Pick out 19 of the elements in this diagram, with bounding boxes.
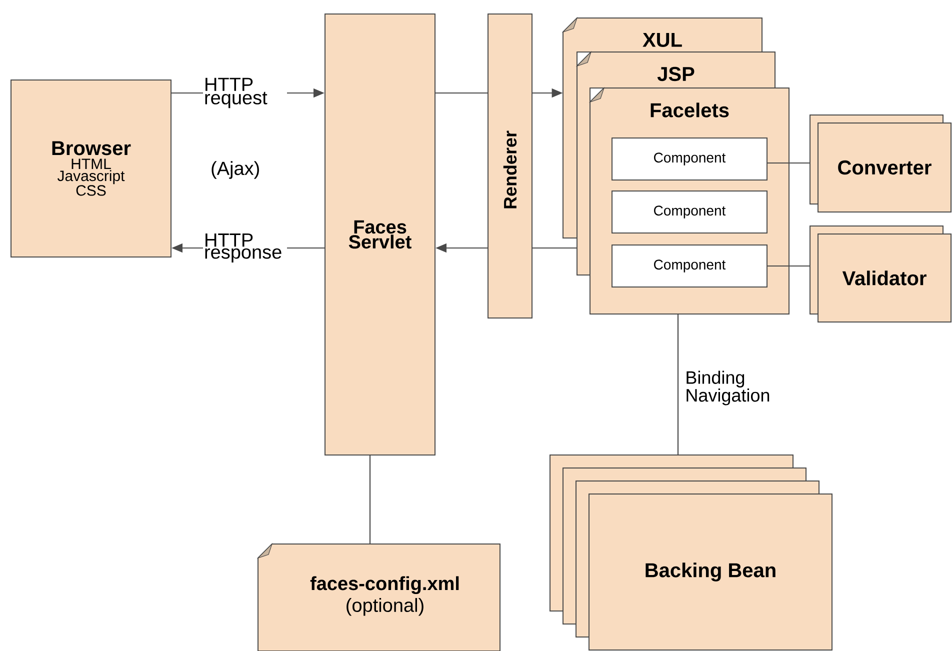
component-box: Component xyxy=(612,138,768,180)
component-box: Component xyxy=(612,190,768,234)
connector-line xyxy=(768,265,810,267)
renderer-box: Renderer xyxy=(488,14,532,318)
connector-line xyxy=(532,247,577,249)
connector-line xyxy=(436,92,488,94)
validator-stack: Validator xyxy=(810,226,952,322)
edge-label: HTTP response xyxy=(203,232,287,264)
note-label: (Ajax) xyxy=(212,161,259,179)
converter-stack: Converter xyxy=(810,114,952,212)
edge-label: Binding Navigation xyxy=(686,370,770,406)
connector-line xyxy=(677,314,679,455)
connector-line xyxy=(369,456,371,544)
edge-label: HTTP request xyxy=(203,76,287,110)
connector-line xyxy=(768,162,810,164)
component-box: Component xyxy=(612,244,768,288)
servlet-box: Faces Servlet xyxy=(324,14,436,456)
browser-box: Browser HTML Javascript CSS xyxy=(10,80,172,258)
bean-stack: Backing Bean xyxy=(550,454,832,650)
